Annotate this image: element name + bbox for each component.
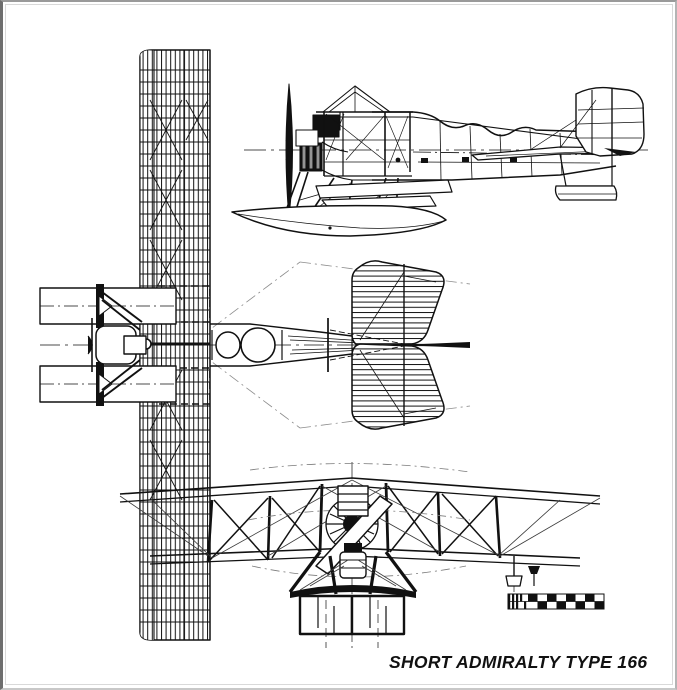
fuselage-lower [372, 165, 617, 181]
float-bracing-front [299, 559, 407, 591]
centre-section-wires [325, 113, 409, 169]
cabane-struts [323, 112, 412, 177]
tailplane-plan [327, 260, 470, 430]
fuselage-longeron [417, 161, 601, 164]
upper-wing-front-top [119, 477, 601, 497]
floats-plan [39, 284, 177, 406]
float-spreader-front [290, 585, 416, 598]
plate-caption: SHORT ADMIRALTY TYPE 166 [389, 652, 648, 672]
side-elevation-view [231, 83, 648, 237]
fuselage-fittings [395, 157, 517, 163]
wing-plan [139, 49, 211, 641]
tail-float [554, 185, 618, 201]
scale-bar [507, 566, 605, 610]
radiator-front [337, 485, 369, 517]
fuselage-decking-wavy [372, 111, 601, 137]
plan-view [39, 49, 471, 641]
main-float-side [231, 204, 447, 237]
crankcase-front [339, 543, 367, 579]
cowl-bottom [321, 169, 372, 181]
front-elevation-view [119, 462, 601, 648]
nose-plan [87, 318, 147, 372]
interplane-struts [206, 491, 502, 563]
float-centrelines [325, 600, 379, 648]
tail-skid [505, 556, 523, 596]
engine-block [295, 114, 340, 172]
cabane-struts-front [318, 482, 390, 553]
flying-wires [209, 485, 499, 561]
fin-and-rudder [529, 86, 645, 157]
float-struts-plan [101, 291, 143, 399]
